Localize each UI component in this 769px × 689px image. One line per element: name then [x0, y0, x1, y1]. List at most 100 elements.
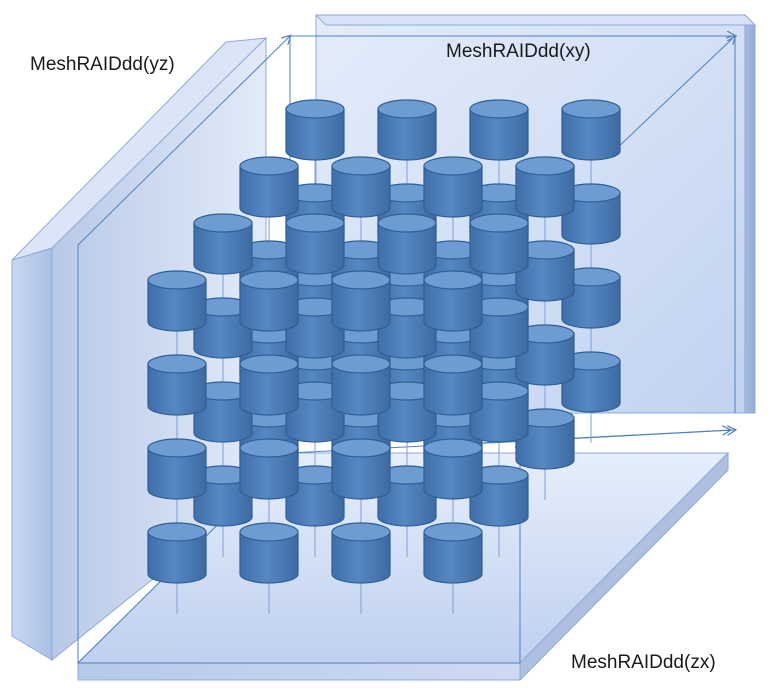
- storage-node: [239, 522, 299, 584]
- cylinder-body: [147, 279, 207, 332]
- cylinder-top: [331, 156, 391, 176]
- cylinder-body: [239, 279, 299, 332]
- cylinder-body: [561, 276, 621, 329]
- storage-node: [469, 297, 529, 359]
- storage-node: [423, 522, 483, 584]
- storage-node: [561, 351, 621, 413]
- storage-node: [423, 354, 483, 416]
- cylinder-body: [239, 165, 299, 218]
- storage-node: [285, 465, 345, 527]
- cylinder-top: [423, 522, 483, 542]
- storage-node: [377, 465, 437, 527]
- storage-node: [147, 270, 207, 332]
- cylinder-top: [423, 438, 483, 458]
- cylinder-body: [561, 360, 621, 413]
- cylinder-body: [423, 447, 483, 500]
- storage-node: [239, 354, 299, 416]
- cylinder-top: [285, 213, 345, 233]
- cylinder-body: [423, 279, 483, 332]
- cylinder-top: [147, 438, 207, 458]
- cylinder-top: [469, 213, 529, 233]
- frame-line: [614, 36, 735, 151]
- cylinder-body: [331, 531, 391, 584]
- cylinder-body: [377, 390, 437, 443]
- storage-node: [285, 213, 345, 275]
- storage-node: [285, 381, 345, 443]
- cylinder-body: [147, 447, 207, 500]
- storage-node: [515, 408, 575, 470]
- storage-node: [423, 156, 483, 218]
- cylinder-top: [239, 354, 299, 374]
- label-yz: MeshRAIDdd(yz): [30, 54, 175, 75]
- cylinder-body: [193, 306, 253, 359]
- cylinder-body: [377, 108, 437, 161]
- cylinder-body: [377, 474, 437, 527]
- cylinder-body: [423, 531, 483, 584]
- cylinder-body: [469, 474, 529, 527]
- cylinder-body: [515, 249, 575, 302]
- storage-node: [331, 438, 391, 500]
- cylinder-body: [193, 390, 253, 443]
- cylinder-body: [469, 222, 529, 275]
- cylinder-body: [423, 165, 483, 218]
- cylinder-top: [239, 438, 299, 458]
- cylinder-top: [147, 354, 207, 374]
- storage-node: [423, 270, 483, 332]
- storage-node: [377, 213, 437, 275]
- storage-node: [423, 438, 483, 500]
- storage-node: [377, 99, 437, 161]
- storage-node: [239, 156, 299, 218]
- cylinder-top: [285, 99, 345, 119]
- storage-node: [377, 381, 437, 443]
- cylinder-top: [423, 270, 483, 290]
- cylinder-body: [469, 390, 529, 443]
- cylinder-top: [239, 156, 299, 176]
- storage-node: [515, 240, 575, 302]
- cylinder-top: [423, 156, 483, 176]
- storage-node: [377, 297, 437, 359]
- storage-node: [561, 267, 621, 329]
- storage-node: [239, 270, 299, 332]
- cylinder-top: [469, 99, 529, 119]
- cylinder-top: [377, 99, 437, 119]
- storage-node: [193, 465, 253, 527]
- storage-node: [285, 99, 345, 161]
- cylinder-body: [285, 390, 345, 443]
- cylinder-body: [331, 363, 391, 416]
- cylinder-body: [147, 531, 207, 584]
- cylinder-body: [469, 306, 529, 359]
- cylinder-top: [331, 522, 391, 542]
- cylinder-body: [331, 165, 391, 218]
- cylinder-body: [285, 222, 345, 275]
- storage-node: [193, 297, 253, 359]
- cylinder-top: [423, 354, 483, 374]
- cylinder-body: [147, 363, 207, 416]
- cylinder-body: [331, 447, 391, 500]
- cylinder-body: [423, 363, 483, 416]
- cylinder-top: [239, 270, 299, 290]
- cylinder-top: [331, 270, 391, 290]
- storage-node: [515, 156, 575, 218]
- storage-node: [147, 438, 207, 500]
- storage-node: [331, 354, 391, 416]
- cylinder-top: [561, 99, 621, 119]
- cylinder-body: [515, 165, 575, 218]
- frame-line: [77, 36, 290, 246]
- cylinder-top: [331, 438, 391, 458]
- storage-node: [469, 99, 529, 161]
- cylinder-body: [561, 192, 621, 245]
- storage-node: [515, 324, 575, 386]
- cylinder-top: [147, 270, 207, 290]
- cylinder-body: [239, 447, 299, 500]
- cylinder-body: [193, 474, 253, 527]
- cylinder-body: [515, 417, 575, 470]
- cylinder-body: [469, 108, 529, 161]
- storage-node: [331, 522, 391, 584]
- storage-node: [239, 438, 299, 500]
- cylinder-top: [239, 522, 299, 542]
- storage-node: [469, 465, 529, 527]
- cylinder-top: [377, 213, 437, 233]
- storage-node-grid: [147, 99, 621, 614]
- storage-node: [147, 522, 207, 584]
- cylinder-body: [285, 108, 345, 161]
